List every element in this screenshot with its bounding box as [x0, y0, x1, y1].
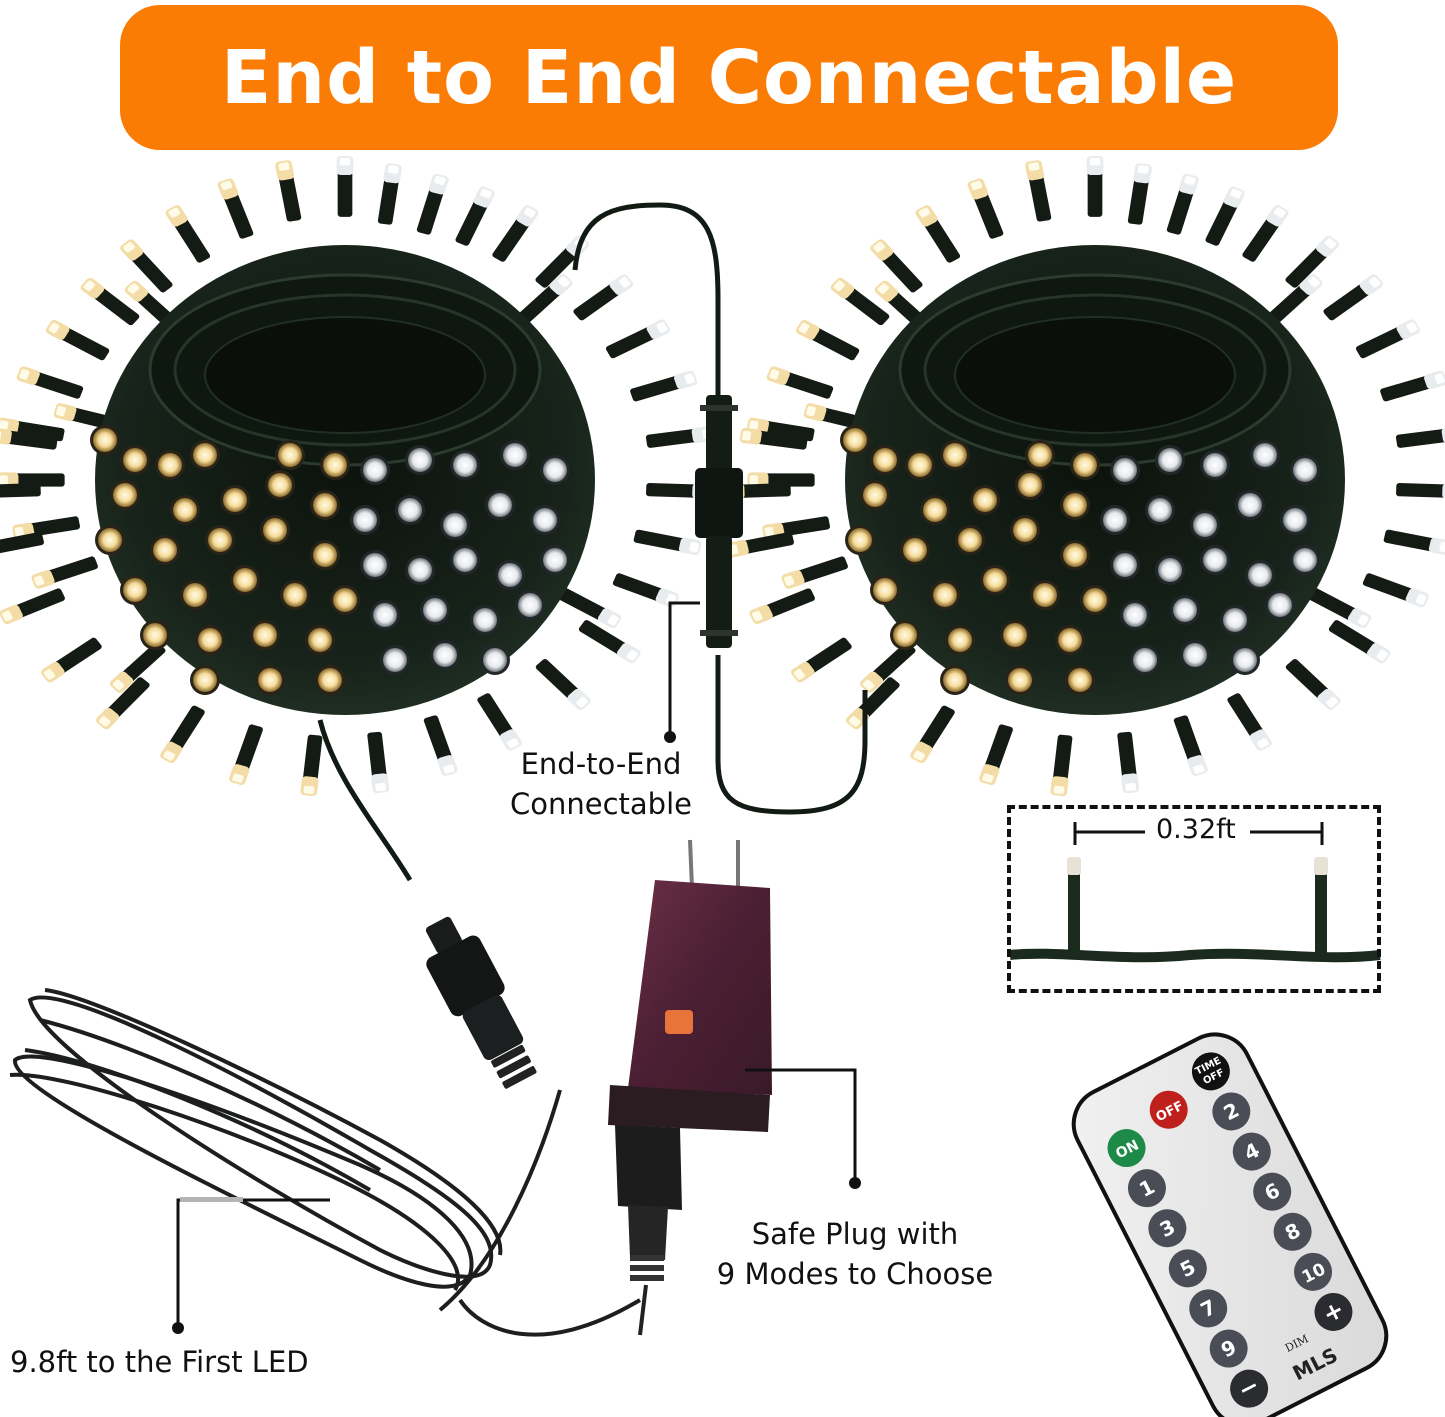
bulb-spacing-label: 0.32ft	[1150, 814, 1242, 845]
inline-connector	[695, 395, 743, 648]
power-adapter	[608, 839, 772, 1336]
lead-cable-coil	[9, 988, 642, 1337]
lead-wire-callout: 9.8ft to the First LED	[10, 1342, 309, 1382]
bulb-spacing-box	[1007, 805, 1381, 993]
callout-dot	[664, 731, 676, 743]
light-coil-left	[0, 156, 715, 797]
lead-wire-callout-text: 9.8ft to the First LED	[10, 1345, 309, 1379]
banner-title: End to End Connectable	[220, 34, 1238, 121]
connector-callout-line2: Connectable	[510, 787, 692, 821]
bulb-spacing-diagram	[1009, 822, 1381, 963]
light-coil-right	[723, 156, 1445, 797]
connector-callout: End-to-End Connectable	[497, 744, 705, 824]
connector-callout-line1: End-to-End	[520, 747, 682, 781]
title-banner: End to End Connectable	[120, 5, 1338, 150]
male-plug	[425, 916, 537, 1089]
adapter-callout-line2: 9 Modes to Choose	[716, 1257, 994, 1291]
adapter-callout: Safe Plug with 9 Modes to Choose	[695, 1214, 1015, 1294]
adapter-callout-line1: Safe Plug with	[751, 1217, 959, 1251]
connector-callout-line	[668, 601, 700, 735]
end-to-end-cable	[317, 202, 868, 882]
